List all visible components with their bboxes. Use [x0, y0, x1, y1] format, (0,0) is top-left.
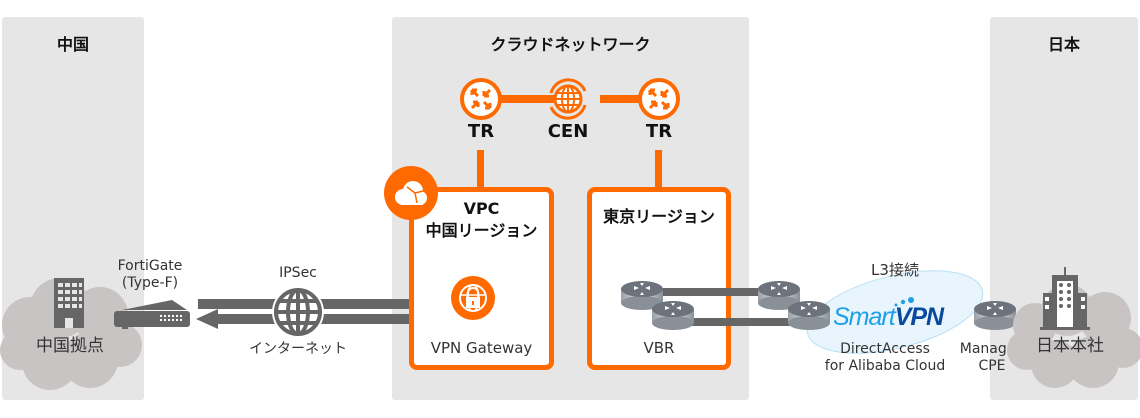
vpc-label: VPC: [463, 199, 500, 218]
tokyo-region-label: 東京リージョン: [603, 207, 715, 226]
office-tower-icon: [1040, 267, 1090, 330]
vbr-link-lower: [680, 318, 795, 326]
vpn-gateway-label: VPN Gateway: [430, 339, 533, 357]
fortigate-label-line1: FortiGate: [117, 258, 183, 274]
vpn-gateway-icon: [451, 276, 495, 320]
tr-left-to-vpc-link: [477, 150, 484, 190]
cen-label: CEN: [547, 121, 589, 142]
internet-label: インターネット: [249, 341, 347, 357]
vbr-router-icon-1: [621, 281, 663, 310]
vbr-label: VBR: [643, 339, 675, 357]
region-japan-title: 日本: [1047, 35, 1080, 54]
cpe-router-icon: [974, 301, 1016, 330]
china-site-label: 中国拠点: [36, 336, 104, 356]
region-china-title: 中国: [56, 35, 89, 54]
cen-globe-icon: [549, 78, 587, 120]
globe-icon: [272, 286, 324, 338]
tr-right-to-tokyo-link: [655, 150, 662, 190]
smartvpn-logo-vpn: VPN: [894, 303, 944, 331]
building-icon: [54, 278, 84, 328]
smartvpn-dots-icon: [894, 297, 914, 307]
tokyo-region-box: [587, 187, 731, 370]
transit-router-icon-right: [638, 78, 680, 120]
transit-router-icon-left: [460, 78, 502, 120]
region-cloud-title: クラウドネットワーク: [490, 35, 651, 54]
tr-cen-link-right: [600, 95, 660, 103]
vbr-link-upper: [650, 288, 780, 296]
smartvpn-logo: SmartVPN: [833, 303, 944, 332]
tr-left-label: TR: [467, 121, 495, 142]
tr-right-label: TR: [645, 121, 673, 142]
arrow-left-icon: [196, 309, 218, 329]
vpc-cloud-icon: [384, 166, 438, 220]
smartvpn-router-icon-1: [758, 281, 800, 310]
japan-hq-label: 日本本社: [1036, 336, 1104, 356]
vbr-router-icon-2: [652, 301, 694, 330]
cpe-label-line2: CPE: [978, 358, 1006, 374]
smartvpn-logo-smart: Smart: [833, 303, 896, 331]
vpc-region-label: 中国リージョン: [425, 221, 538, 240]
ipsec-label: IPSec: [279, 265, 317, 281]
l3-connection-ellipse: [806, 270, 984, 354]
smartvpn-label-line1: DirectAccess: [840, 341, 930, 357]
smartvpn-label-line2: for Alibaba Cloud: [824, 358, 946, 374]
firewall-appliance-icon: [114, 300, 190, 329]
ipsec-line-lower: [215, 314, 470, 324]
smartvpn-router-icon-2: [788, 301, 830, 330]
tr-cen-link-left: [500, 95, 560, 103]
l3-connection-label: L3接続: [871, 261, 919, 279]
fortigate-label-line2: (Type-F): [121, 275, 179, 291]
